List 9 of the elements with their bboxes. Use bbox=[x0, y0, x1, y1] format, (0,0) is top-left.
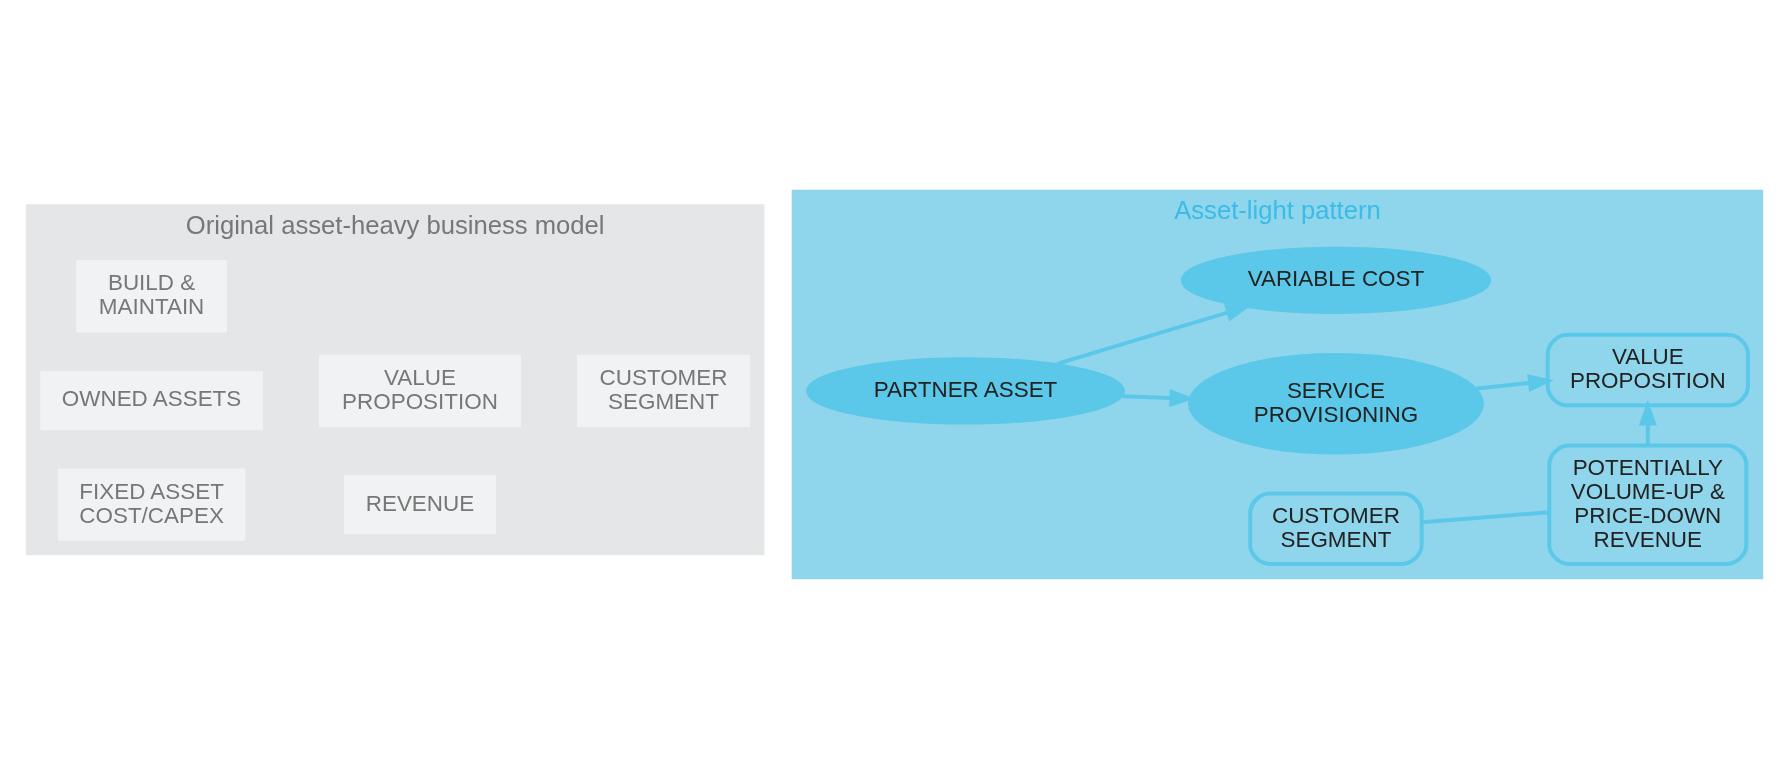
node-box: POTENTIALLY VOLUME-UP & PRICE-DOWN REVENUE bbox=[1547, 443, 1749, 566]
node-ellipse: SERVICE PROVISIONING bbox=[1187, 352, 1484, 455]
arrow bbox=[1476, 374, 1554, 392]
node-ellipse: VARIABLE COST bbox=[1180, 246, 1492, 314]
arrow bbox=[1638, 399, 1657, 446]
node-box: CUSTOMER SEGMENT bbox=[1248, 491, 1424, 566]
connector bbox=[1421, 510, 1550, 525]
node-box: VALUE PROPOSITION bbox=[1545, 332, 1750, 408]
node-ellipse: PARTNER ASSET bbox=[806, 357, 1125, 425]
